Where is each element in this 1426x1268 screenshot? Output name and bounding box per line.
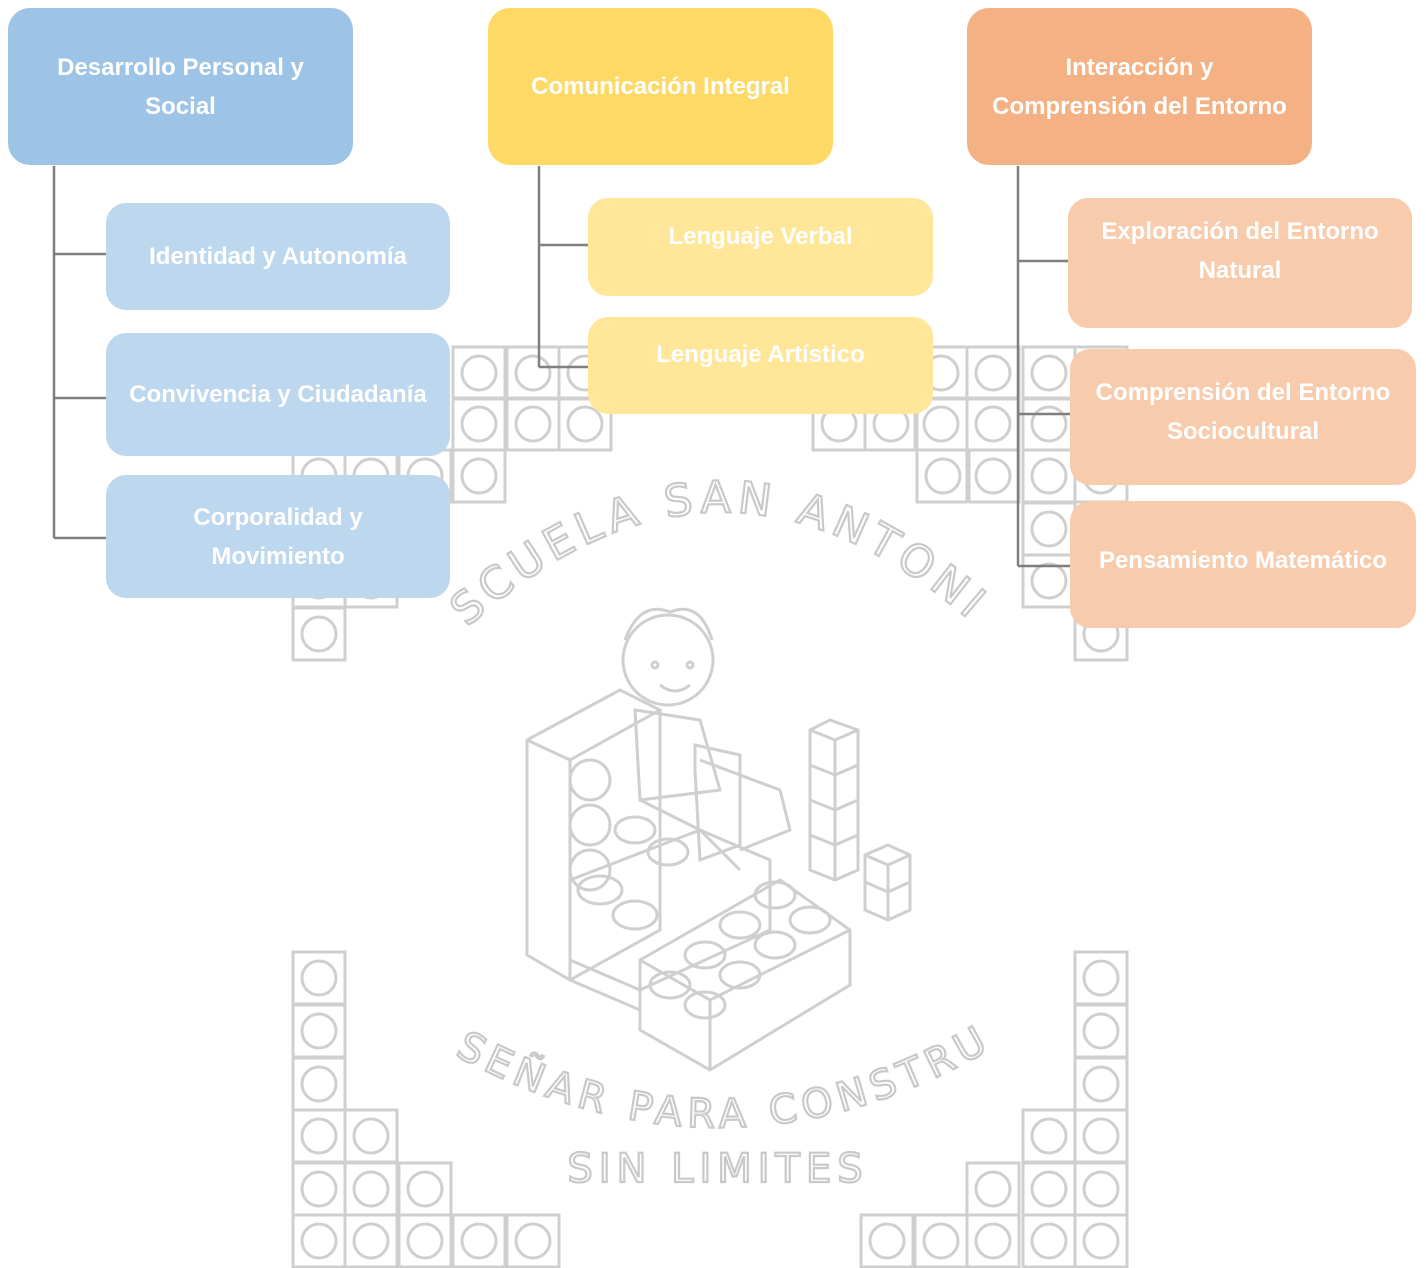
item-lenguaje-artistico: Lenguaje Artístico bbox=[588, 317, 933, 414]
item-identidad-autonomia: Identidad y Autonomía bbox=[106, 203, 450, 310]
item-corporalidad-movimiento: Corporalidad y Movimiento bbox=[106, 475, 450, 598]
child-on-blocks-icon bbox=[525, 607, 912, 1072]
item-convivencia-ciudadania: Convivencia y Ciudadanía bbox=[106, 333, 450, 456]
item-exploracion-entorno-natural: Exploración del Entorno Natural bbox=[1068, 198, 1412, 328]
item-pensamiento-matematico: Pensamiento Matemático bbox=[1070, 501, 1416, 628]
item-comprension-entorno-sociocultural: Comprensión del Entorno Sociocultural bbox=[1070, 349, 1416, 485]
category-comunicacion-integral: Comunicación Integral bbox=[488, 8, 833, 165]
item-lenguaje-verbal: Lenguaje Verbal bbox=[588, 198, 933, 296]
logo-bottom-text-2: SIN LIMITES bbox=[567, 1146, 868, 1192]
category-desarrollo-personal-social: Desarrollo Personal y Social bbox=[8, 8, 353, 165]
category-interaccion-entorno: Interacción y Comprensión del Entorno bbox=[967, 8, 1312, 165]
